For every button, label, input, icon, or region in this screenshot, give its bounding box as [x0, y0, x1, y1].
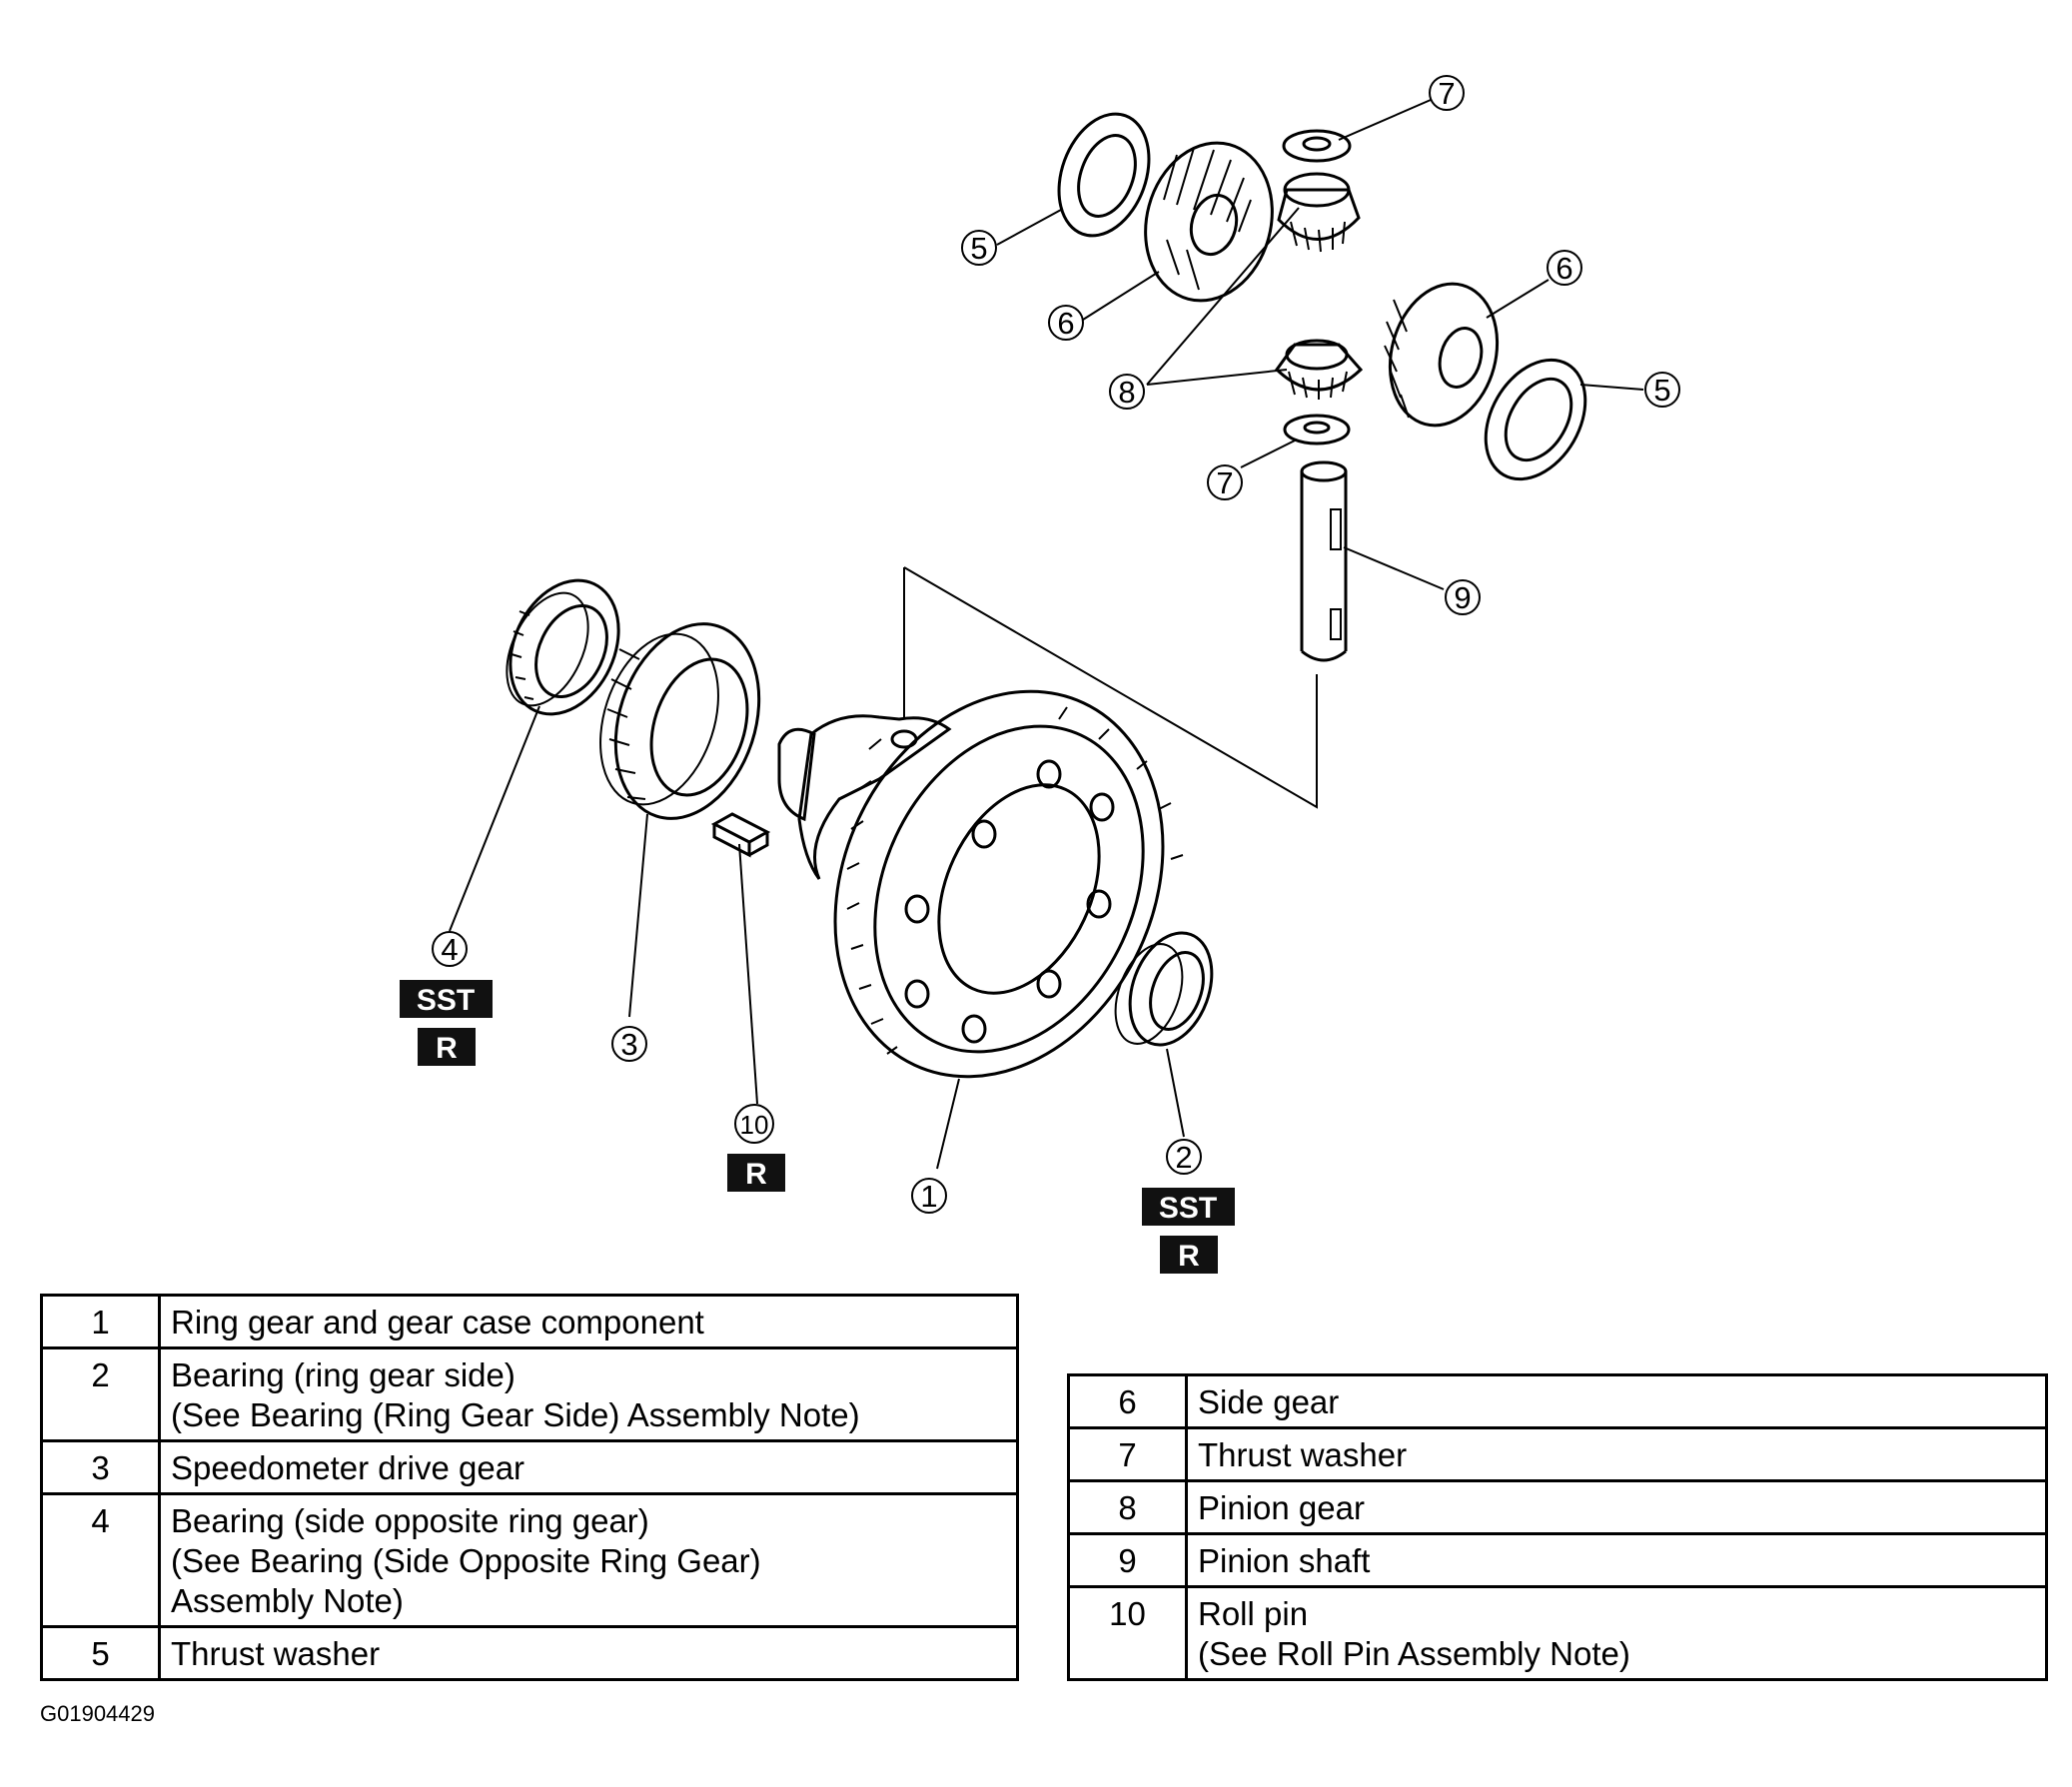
item-number: 7 [1067, 1426, 1188, 1482]
speedometer-drive-gear [599, 622, 761, 820]
item-number: 10 [1067, 1585, 1188, 1681]
callout-9: 9 [1445, 579, 1481, 615]
legend-table-left: 1 Ring gear and gear case component 2 Be… [40, 1294, 1019, 1681]
side-gear-upper [1144, 141, 1274, 303]
callout-2: 2 [1166, 1139, 1202, 1175]
callout-10: 10 [734, 1104, 774, 1144]
table-row: 2 Bearing (ring gear side) (See Bearing … [40, 1346, 1019, 1442]
figure-id: G01904429 [40, 1701, 155, 1726]
svg-text:SST: SST [417, 984, 475, 1017]
table-row: 7 Thrust washer [1067, 1426, 2048, 1482]
exploded-diagram: 7 5 6 8 6 5 7 9 4 3 10 1 2 SST R R SST R [400, 75, 1680, 1274]
svg-text:R: R [436, 1032, 458, 1065]
callout-7-top: 7 [1429, 75, 1465, 111]
bearing-ring-gear-side [1114, 931, 1214, 1047]
side-gear-right [1384, 282, 1500, 428]
item-description: Roll pin (See Roll Pin Assembly Note) [1185, 1585, 2048, 1681]
svg-text:4: 4 [441, 932, 458, 967]
table-row: 8 Pinion gear [1067, 1479, 2048, 1535]
sst-badge-4: SST [400, 980, 493, 1018]
assembly-guide-line [903, 566, 1318, 809]
legend-table-right: 6 Side gear 7 Thrust washer 8 Pinion gea… [1067, 1373, 2048, 1681]
item-description: Thrust washer [1185, 1426, 2048, 1482]
item-description: Thrust washer [158, 1625, 1019, 1681]
item-description: Bearing (ring gear side) (See Bearing (R… [158, 1346, 1019, 1442]
thrust-washer-top [1282, 129, 1352, 163]
svg-text:SST: SST [1159, 1192, 1217, 1225]
svg-text:6: 6 [1555, 251, 1572, 286]
table-row: 10 Roll pin (See Roll Pin Assembly Note) [1067, 1585, 2048, 1681]
badges: SST R R SST R [400, 980, 1235, 1274]
item-number: 5 [40, 1625, 161, 1681]
leader-lines [449, 99, 1644, 1170]
callout-5-right: 5 [1644, 372, 1680, 408]
item-number: 9 [1067, 1532, 1188, 1588]
svg-text:7: 7 [1216, 465, 1233, 500]
thrust-washer-upper [1057, 112, 1151, 238]
callout-7-lower: 7 [1207, 464, 1243, 500]
item-description: Speedometer drive gear [158, 1439, 1019, 1495]
callout-6-right: 6 [1547, 250, 1582, 286]
item-description: Ring gear and gear case component [158, 1294, 1019, 1349]
svg-text:9: 9 [1454, 580, 1471, 615]
item-number: 1 [40, 1294, 161, 1349]
thrust-washer-right [1484, 358, 1587, 481]
svg-text:6: 6 [1057, 306, 1074, 341]
svg-text:5: 5 [970, 231, 987, 266]
item-number: 3 [40, 1439, 161, 1495]
callout-6-upper: 6 [1048, 305, 1084, 341]
bearing-side-opposite-ring-gear [506, 578, 620, 716]
svg-text:1: 1 [920, 1179, 937, 1214]
svg-text:R: R [1178, 1240, 1200, 1273]
table-row: 3 Speedometer drive gear [40, 1439, 1019, 1495]
table-row: 1 Ring gear and gear case component [40, 1294, 1019, 1349]
item-description: Bearing (side opposite ring gear) (See B… [158, 1492, 1019, 1628]
thrust-washer-lower [1283, 414, 1351, 446]
item-number: 4 [40, 1492, 161, 1628]
sst-badge-2: SST [1142, 1188, 1235, 1226]
table-row: 5 Thrust washer [40, 1625, 1019, 1681]
table-row: 4 Bearing (side opposite ring gear) (See… [40, 1492, 1019, 1628]
callouts: 7 5 6 8 6 5 7 9 4 3 10 1 2 [432, 75, 1680, 1214]
pinion-shaft [1300, 460, 1348, 662]
item-description: Pinion gear [1185, 1479, 2048, 1535]
pinion-gear-upper [1277, 172, 1361, 253]
table-row: 6 Side gear [1067, 1373, 2048, 1429]
ring-gear-and-case [777, 689, 1184, 1079]
r-badge-10: R [727, 1154, 785, 1192]
callout-3: 3 [611, 1026, 647, 1062]
pinion-gear-lower [1275, 339, 1364, 400]
item-number: 2 [40, 1346, 161, 1442]
callout-1: 1 [911, 1178, 947, 1214]
r-badge-4: R [418, 1028, 476, 1066]
roll-pin [710, 812, 771, 858]
callout-5-upper: 5 [961, 230, 997, 266]
svg-text:3: 3 [620, 1027, 637, 1062]
item-description: Pinion shaft [1185, 1532, 2048, 1588]
callout-8: 8 [1109, 374, 1145, 410]
svg-text:10: 10 [740, 1110, 769, 1140]
item-number: 6 [1067, 1373, 1188, 1429]
svg-text:2: 2 [1175, 1140, 1192, 1175]
item-description: Side gear [1185, 1373, 2048, 1429]
r-badge-2: R [1160, 1236, 1218, 1274]
callout-4: 4 [432, 931, 468, 967]
table-row: 9 Pinion shaft [1067, 1532, 2048, 1588]
svg-text:7: 7 [1438, 76, 1455, 111]
svg-text:R: R [745, 1158, 767, 1191]
item-number: 8 [1067, 1479, 1188, 1535]
svg-text:5: 5 [1653, 373, 1670, 408]
svg-text:8: 8 [1118, 375, 1135, 410]
